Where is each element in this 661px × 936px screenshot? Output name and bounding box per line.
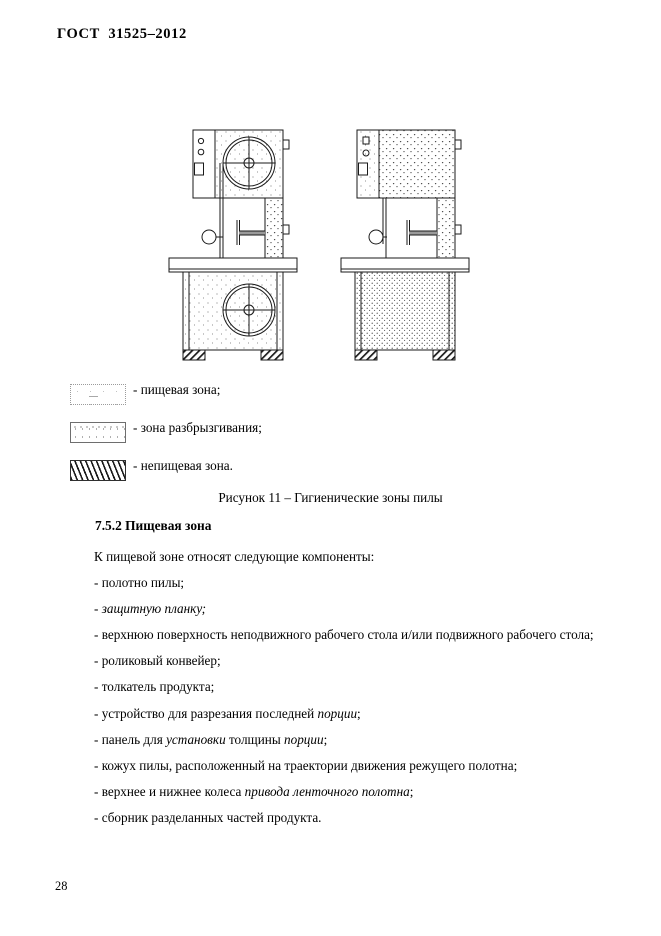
item-text: - xyxy=(94,601,102,617)
item-text: - роликовый конвейер; xyxy=(94,653,221,669)
intro-text: К пищевой зоне относят следующие компоне… xyxy=(94,549,375,564)
list-item: - кожух пилы, расположенный на траектори… xyxy=(57,753,605,779)
item-text-tail: ; xyxy=(357,705,361,721)
document-header: ГОСТ 31525–2012 xyxy=(57,26,187,42)
item-text: - верхнее и нижнее колеса xyxy=(94,783,245,799)
food-zone-swatch xyxy=(70,384,126,405)
item-text-mid: толщины xyxy=(225,731,284,747)
item-text: - кожух пилы, расположенный на траектори… xyxy=(94,757,518,773)
section-heading: 7.5.2 Пищевая зона xyxy=(95,518,212,533)
section-body: К пищевой зоне относят следующие компоне… xyxy=(57,544,605,831)
band-saw-technical-drawing xyxy=(168,129,469,361)
list-item: - сборник разделанных частей продукта. xyxy=(57,805,605,831)
food-zone-label: - пищевая зона; xyxy=(133,382,221,397)
list-item: - верхнее и нижнее колеса привода ленточ… xyxy=(57,779,605,805)
splash-zone-swatch xyxy=(70,422,126,443)
front-view-group xyxy=(168,129,297,361)
splash-zone-label: - зона разбрызгивания; xyxy=(133,420,262,435)
figure-caption: Рисунок 11 – Гигиенические зоны пилы xyxy=(218,490,443,505)
item-text: - сборник разделанных частей продукта. xyxy=(94,809,322,825)
nonfood-zone-swatch xyxy=(70,460,126,481)
item-emphasis-2: порции xyxy=(284,731,324,747)
item-text-tail: ; xyxy=(323,731,328,747)
list-item: - полотно пилы; xyxy=(57,570,605,596)
list-item: - панель для установки толщины порции; xyxy=(57,727,605,753)
item-text: - верхнюю поверхность неподвижного рабоч… xyxy=(94,627,594,643)
item-emphasis: порции xyxy=(317,705,358,721)
figure-11-drawing xyxy=(0,112,661,362)
item-text: - толкатель продукта; xyxy=(94,679,215,695)
nonfood-zone-label: - непищевая зона. xyxy=(133,458,233,473)
item-text-tail: ; xyxy=(409,783,414,799)
item-emphasis: защитную планку; xyxy=(101,601,207,617)
list-item: - роликовый конвейер; xyxy=(57,648,605,674)
legend-item-nonfood-zone: - непищевая зона. xyxy=(0,458,661,496)
item-emphasis: установки xyxy=(166,731,226,747)
list-item: - верхнюю поверхность неподвижного рабоч… xyxy=(57,622,605,648)
page-number: 28 xyxy=(55,879,68,893)
figure-legend: - пищевая зона; - зона разбрызгивания; -… xyxy=(0,382,661,496)
item-text: - полотно пилы; xyxy=(94,575,185,591)
side-view-group xyxy=(340,129,469,361)
list-item: - защитную планку; xyxy=(57,596,605,622)
item-text: - панель для xyxy=(94,731,167,747)
list-item: - толкатель продукта; xyxy=(57,674,605,700)
item-text: - устройство для разрезания последней xyxy=(94,705,318,721)
legend-item-food-zone: - пищевая зона; xyxy=(0,382,661,420)
list-item: - устройство для разрезания последней по… xyxy=(57,701,605,727)
legend-item-splash-zone: - зона разбрызгивания; xyxy=(0,420,661,458)
paragraph-intro: К пищевой зоне относят следующие компоне… xyxy=(57,544,605,570)
item-emphasis: привода ленточного полотна xyxy=(244,783,410,799)
